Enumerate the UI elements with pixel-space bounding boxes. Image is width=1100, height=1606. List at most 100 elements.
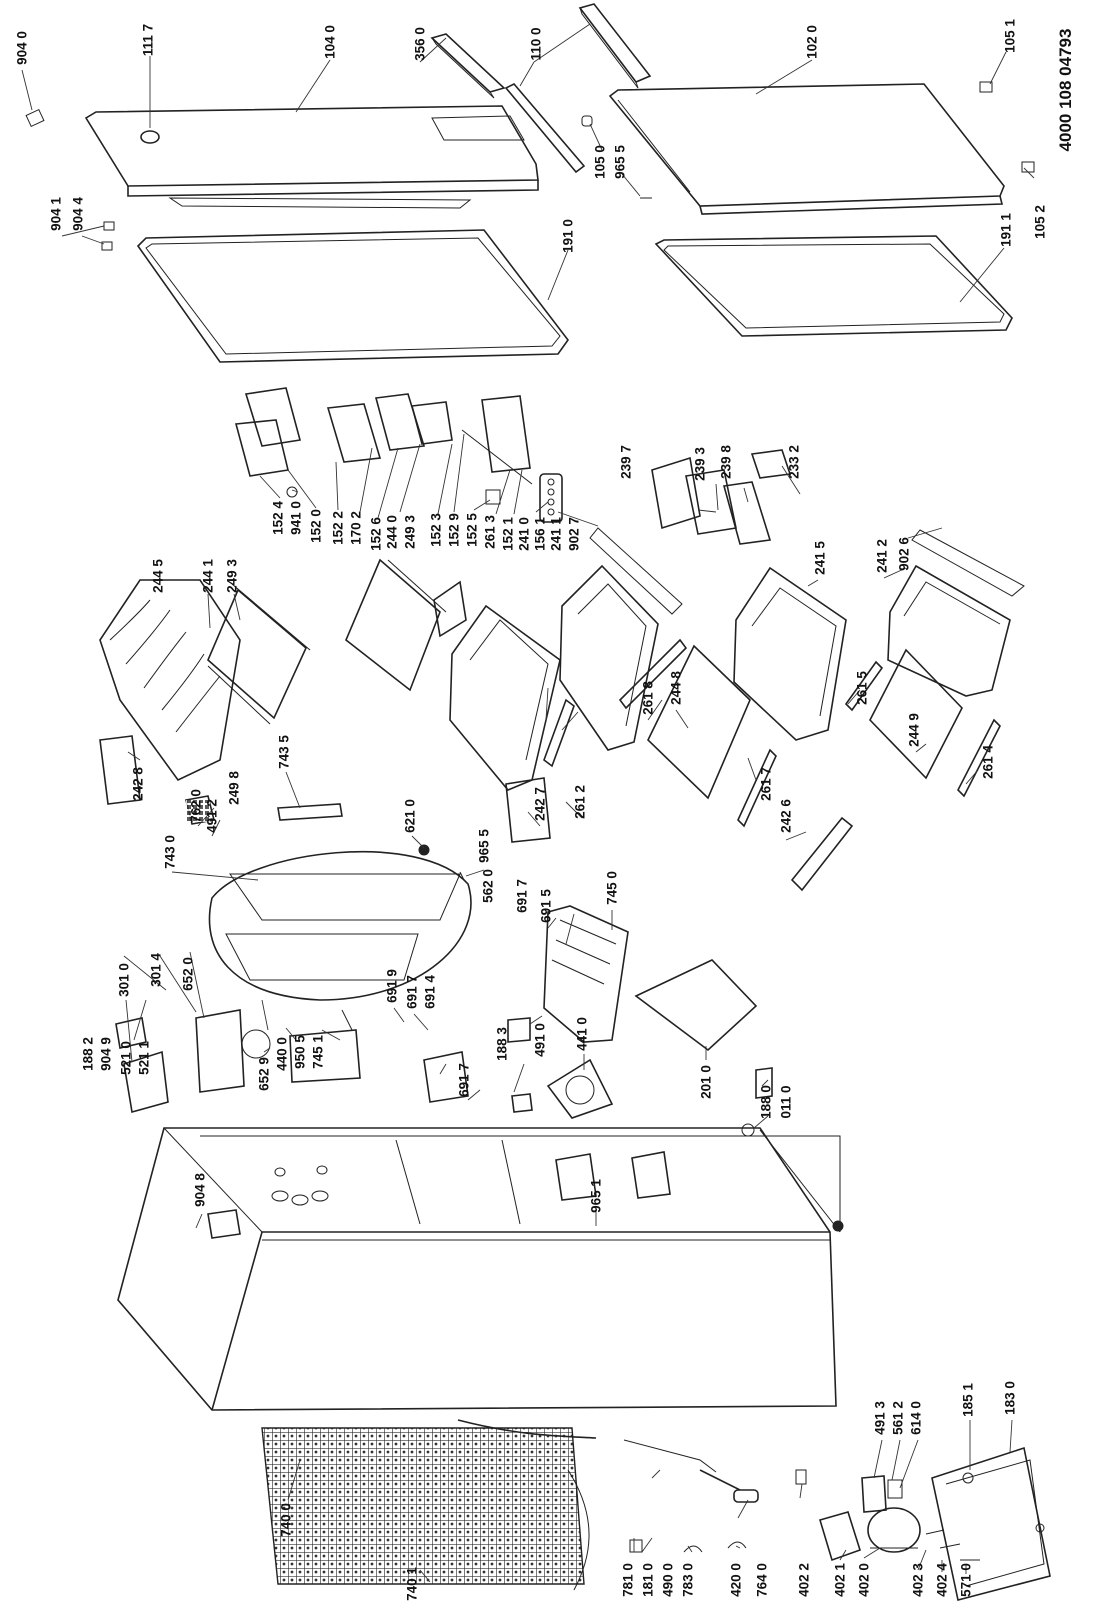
part-label: 201 0 <box>698 1065 714 1099</box>
part-label: 904 4 <box>70 197 86 231</box>
part-label: 561 2 <box>890 1401 906 1435</box>
part-label: 261 5 <box>854 671 870 705</box>
glass-shelf-upper <box>207 583 311 725</box>
document-number: 4000 108 04793 <box>1056 28 1075 152</box>
part-label: 783 0 <box>680 1563 696 1597</box>
upper-door <box>84 105 539 209</box>
part-label: 261 8 <box>640 681 656 715</box>
part-label: 233 2 <box>786 445 802 479</box>
condenser <box>261 1427 585 1585</box>
part-label: 745 1 <box>310 1035 326 1069</box>
part-label: 242 6 <box>778 799 794 833</box>
part-label: 188 2 <box>80 1037 96 1071</box>
freezer-drawer-2 <box>887 529 1025 697</box>
door-balconies <box>234 387 533 505</box>
drip-tray <box>634 959 758 1052</box>
small-fittings <box>629 1469 807 1553</box>
part-label: 441 0 <box>574 1017 590 1051</box>
door-handle-parts <box>504 3 652 174</box>
part-label: 301 0 <box>116 963 132 997</box>
part-label: 188 3 <box>494 1027 510 1061</box>
part-label: 745 0 <box>604 871 620 905</box>
part-label: 764 0 <box>754 1563 770 1597</box>
light-and-switch <box>115 1009 531 1114</box>
compressor <box>819 1472 980 1562</box>
part-label: 170 2 <box>348 511 364 545</box>
shelf-rails <box>433 580 1001 828</box>
part-label: 156 1 <box>532 517 548 551</box>
part-label: 261 4 <box>980 745 996 779</box>
part-label: 691 7 <box>404 975 420 1009</box>
evaporator-cover <box>543 905 629 1043</box>
part-label: 152 3 <box>428 513 444 547</box>
part-label: 244 9 <box>906 713 922 747</box>
part-label: 965 5 <box>476 829 492 863</box>
part-label: 571 0 <box>958 1563 974 1597</box>
part-label: 691 7 <box>514 879 530 913</box>
upper-door-gasket <box>136 229 569 363</box>
part-label: 691 4 <box>422 975 438 1009</box>
part-label: 152 2 <box>330 511 346 545</box>
drain-tube <box>457 1419 741 1591</box>
part-label: 181 0 <box>640 1563 656 1597</box>
part-label: 965 1 <box>588 1179 604 1213</box>
part-label: 242 7 <box>532 787 548 821</box>
part-label: 152 0 <box>308 509 324 543</box>
freezer-box-parts <box>651 449 792 545</box>
part-label: 743 5 <box>276 735 292 769</box>
part-label: 402 2 <box>796 1563 812 1597</box>
cabinet-body <box>117 1127 844 1411</box>
part-label: 621 0 <box>402 799 418 833</box>
compressor-base-plate <box>931 1446 1051 1601</box>
crisper-drawer-2 <box>559 527 683 751</box>
part-label: 904 8 <box>192 1173 208 1207</box>
part-label: 152 5 <box>464 513 480 547</box>
part-label: 521 0 <box>118 1041 134 1075</box>
part-label: 244 5 <box>150 559 166 593</box>
part-label: 402 3 <box>910 1563 926 1597</box>
part-label: 183 0 <box>1002 1381 1018 1415</box>
part-label: 904 9 <box>98 1037 114 1071</box>
part-label: 743 0 <box>162 835 178 869</box>
part-label: 420 0 <box>728 1563 744 1597</box>
part-label: 781 0 <box>620 1563 636 1597</box>
part-label: 110 0 <box>528 27 544 61</box>
part-label: 241 5 <box>812 541 828 575</box>
part-label: 356 0 <box>412 27 428 61</box>
part-label: 402 1 <box>832 1563 848 1597</box>
part-label: 104 0 <box>322 25 338 59</box>
part-label: 491 2 <box>204 799 220 833</box>
part-label: 261 2 <box>572 785 588 819</box>
part-label: 152 9 <box>446 513 462 547</box>
part-label: 105 1 <box>1002 19 1018 53</box>
part-label: 521 1 <box>136 1041 152 1075</box>
part-label: 191 0 <box>560 219 576 253</box>
part-label: 740 0 <box>278 1503 294 1537</box>
part-label: 902 6 <box>896 537 912 571</box>
part-label: 691 7 <box>456 1063 472 1097</box>
part-label: 491 0 <box>532 1023 548 1057</box>
part-label: 152 1 <box>500 517 516 551</box>
part-label: 241 2 <box>874 539 890 573</box>
control-module-group <box>208 844 472 1001</box>
part-label: 691 9 <box>384 969 400 1003</box>
part-label: 242 8 <box>130 767 146 801</box>
part-label: 941 0 <box>288 501 304 535</box>
part-label: 185 1 <box>960 1383 976 1417</box>
part-label: 740 1 <box>404 1567 420 1601</box>
part-label: 188 0 <box>758 1085 774 1119</box>
part-label: 691 5 <box>538 889 554 923</box>
part-label: 241 1 <box>548 517 564 551</box>
part-label: 105 2 <box>1032 205 1048 239</box>
part-label: 440 0 <box>274 1037 290 1071</box>
lower-door-gasket <box>654 235 1013 337</box>
leader-lines <box>21 23 1035 1583</box>
part-label: 261 3 <box>482 515 498 549</box>
part-label: 102 0 <box>804 25 820 59</box>
part-label: 111 7 <box>140 23 156 57</box>
egg-tray <box>539 473 563 523</box>
glass-shelf-middle <box>345 558 447 692</box>
part-label: 950 5 <box>292 1035 308 1069</box>
door-trim-top <box>430 33 506 99</box>
